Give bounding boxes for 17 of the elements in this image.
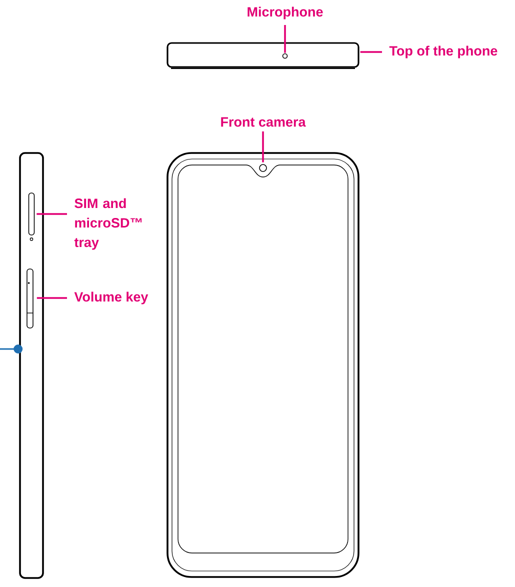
leader-line bbox=[0, 344, 23, 354]
volume-key bbox=[26, 268, 34, 328]
phone-side-view bbox=[19, 152, 44, 579]
sim-tray-slot bbox=[28, 192, 35, 236]
phone-front-view bbox=[166, 152, 360, 578]
leader-line bbox=[284, 25, 286, 53]
callout-label: Volume key bbox=[74, 292, 148, 304]
callout-label: SIM and microSD™ tray bbox=[74, 198, 142, 250]
leader-line bbox=[360, 51, 382, 53]
callout-label: Microphone bbox=[248, 6, 323, 20]
callout-label: Top of the phone bbox=[389, 46, 498, 58]
callout-label: Front camera bbox=[221, 117, 306, 127]
leader-line bbox=[36, 297, 67, 299]
front-camera-lens bbox=[259, 164, 267, 172]
leader-line bbox=[36, 213, 67, 215]
microphone-hole bbox=[282, 53, 288, 59]
phone-top-view bbox=[166, 42, 360, 69]
